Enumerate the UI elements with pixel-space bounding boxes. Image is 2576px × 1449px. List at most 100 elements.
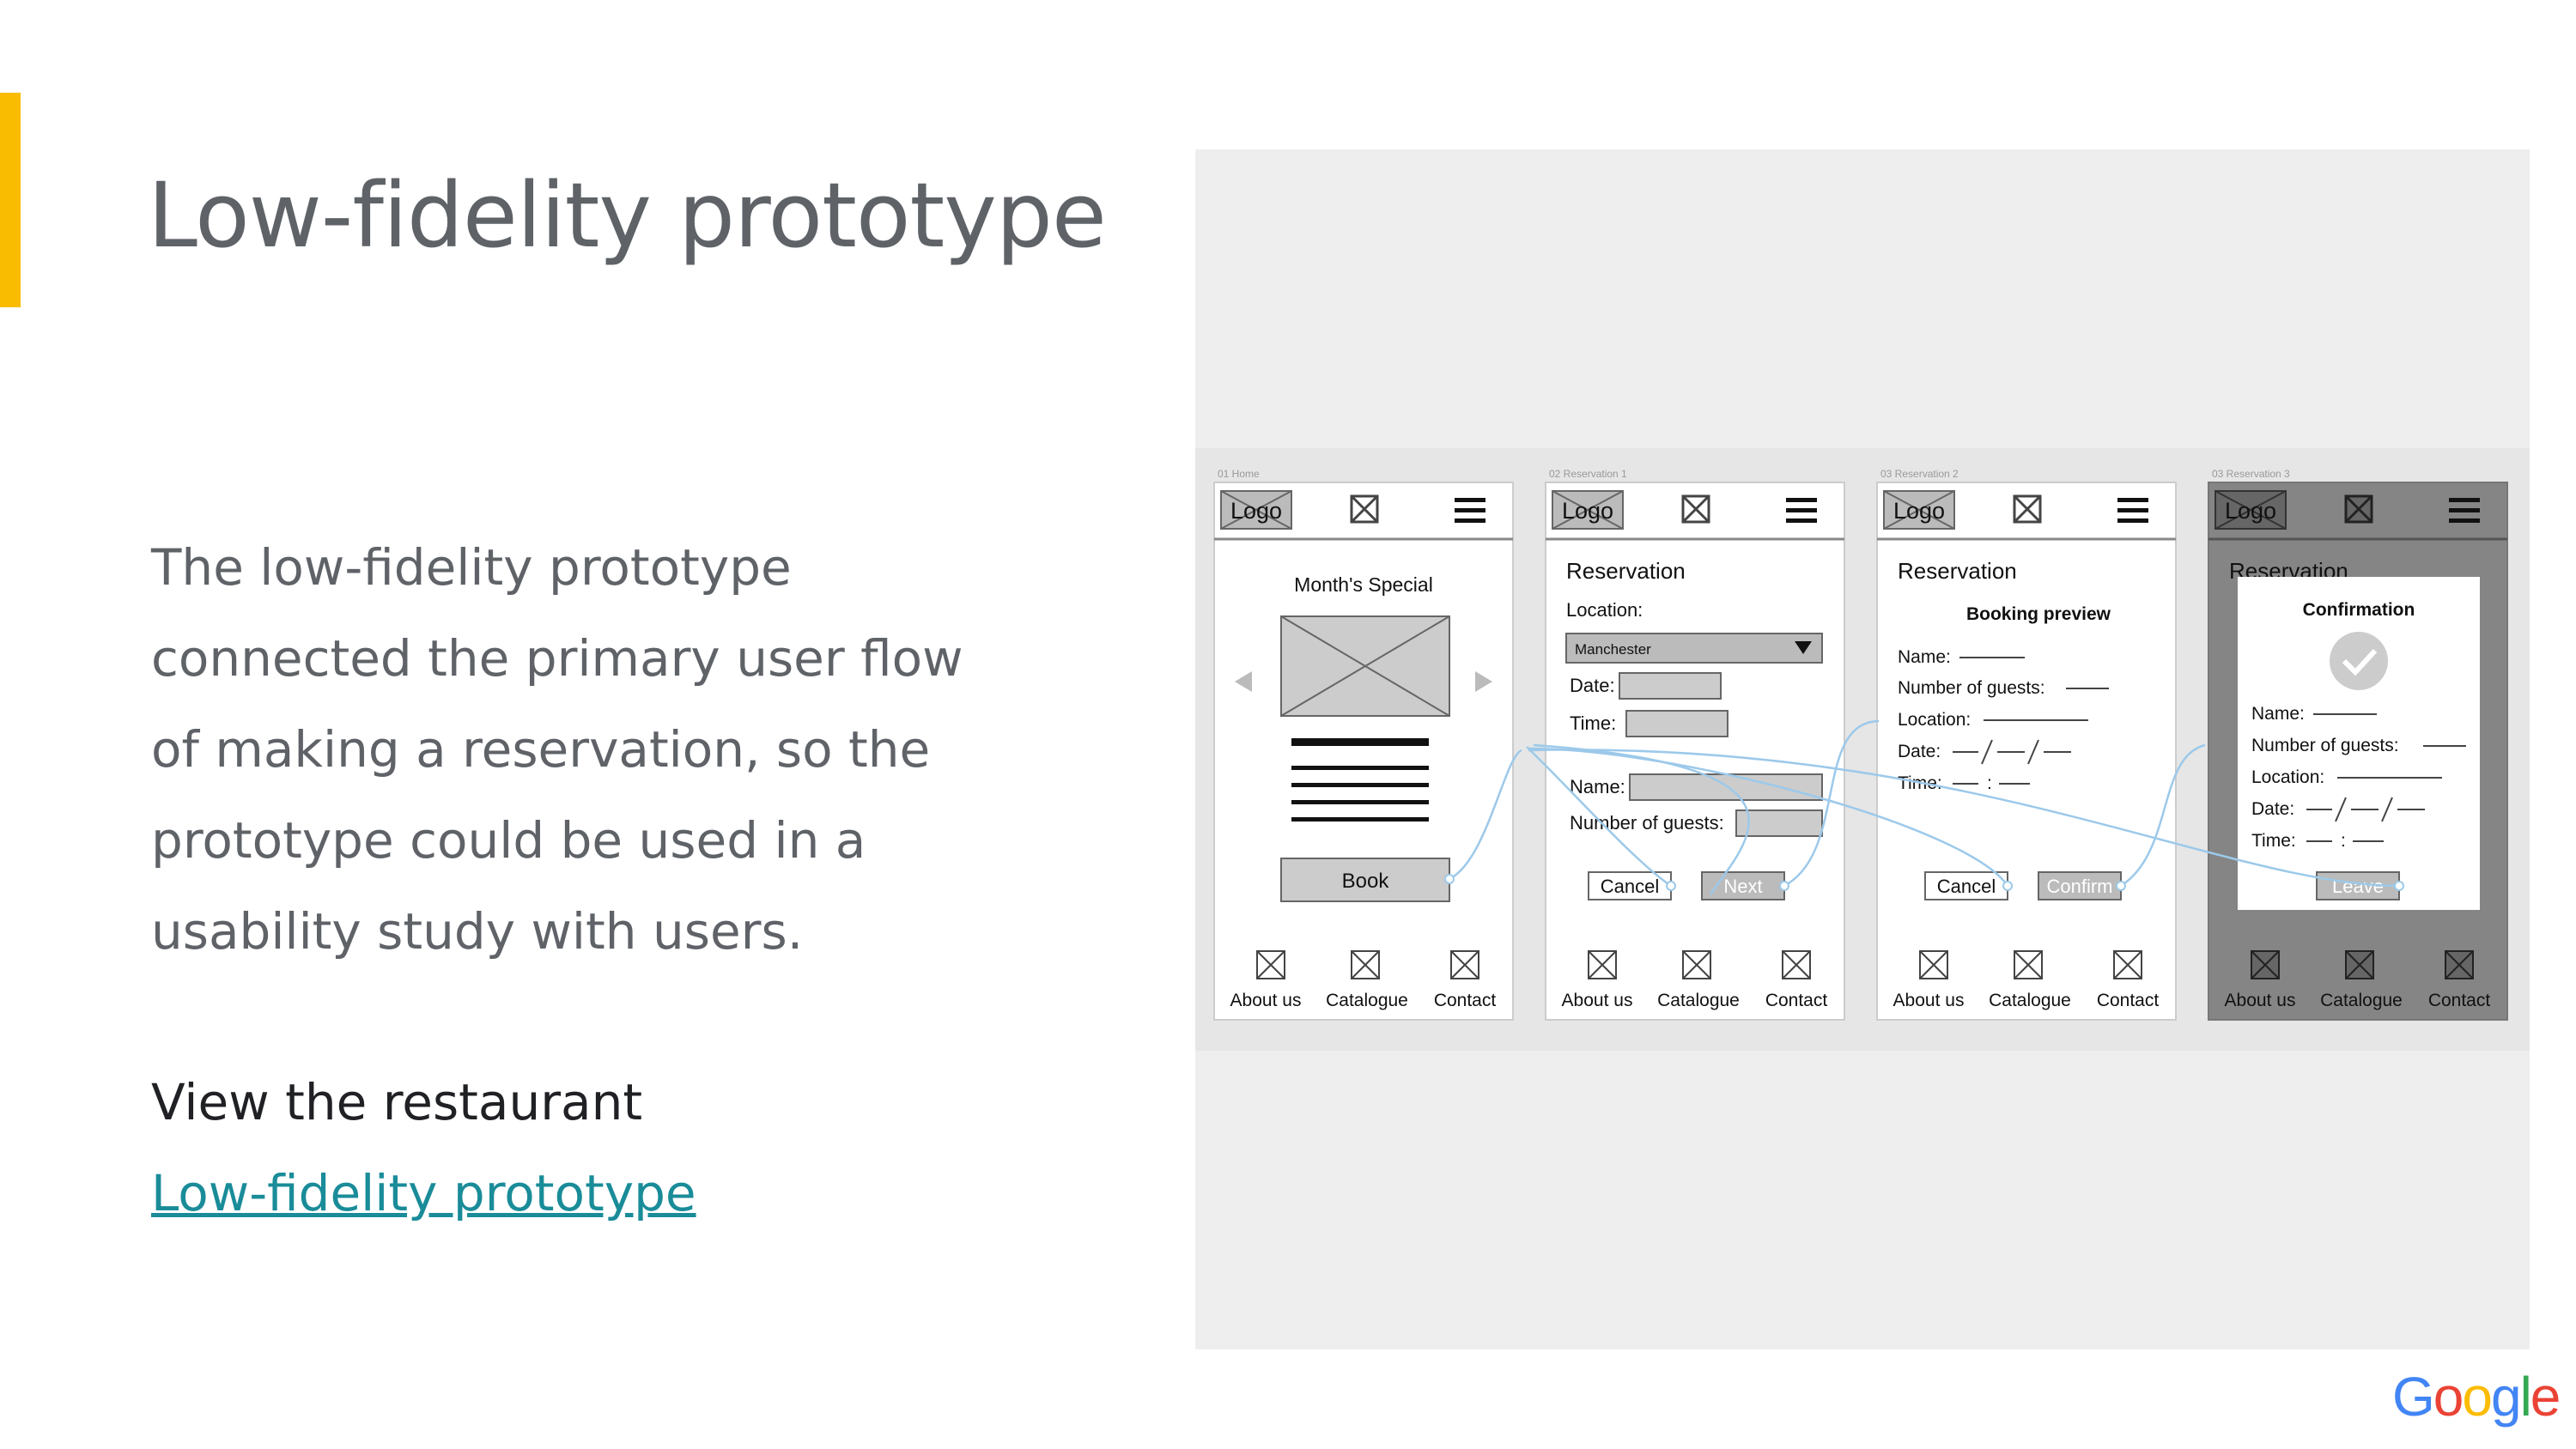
booking-preview-heading: Booking preview xyxy=(1966,604,2111,624)
reservation-heading: Reservation xyxy=(1566,558,1686,584)
flow-connector xyxy=(2120,743,2206,888)
wireframe-canvas: 01 Home 02 Reservation 1 03 Reservation … xyxy=(1213,468,2508,1021)
time-label: Time: xyxy=(2251,831,2296,851)
chevron-down-icon xyxy=(1795,641,1812,654)
check-icon xyxy=(2342,648,2378,676)
frame-label: 03 Reservation 2 xyxy=(1880,468,1959,480)
guests-label: Number of guests: xyxy=(1898,678,2045,698)
date-field[interactable] xyxy=(1619,672,1722,700)
prev-arrow-icon[interactable] xyxy=(1235,671,1252,692)
check-circle-icon xyxy=(2330,632,2388,690)
name-label: Name: xyxy=(1898,647,1951,667)
reservation-heading: Reservation xyxy=(1898,558,2017,584)
date-label: Date: xyxy=(1898,742,1941,761)
flow-connector xyxy=(1449,749,1522,881)
description-line: The low-fidelity prototype xyxy=(151,538,792,597)
image-placeholder xyxy=(1280,615,1450,717)
location-label: Location: xyxy=(1566,599,1643,621)
flow-anchor xyxy=(1779,881,1789,891)
flow-anchor xyxy=(2394,881,2404,891)
confirm-button-label: Confirm xyxy=(2046,876,2112,897)
nav-contact[interactable]: Contact xyxy=(1434,991,1497,1010)
accent-bar xyxy=(0,93,21,307)
time-separator: : xyxy=(1987,773,1992,793)
nav-about-us[interactable]: About us xyxy=(1893,991,1965,1010)
description: The low-fidelity prototype connected the… xyxy=(151,522,1010,977)
nav-contact[interactable]: Contact xyxy=(2097,991,2160,1010)
google-logo: Google xyxy=(2392,1365,2561,1428)
guests-label: Number of guests: xyxy=(2251,736,2399,755)
nav-about-us[interactable]: About us xyxy=(1230,991,1302,1010)
name-label: Name: xyxy=(1570,776,1625,797)
flow-connector xyxy=(1533,743,1750,895)
name-label: Name: xyxy=(2251,704,2305,724)
description-line: prototype could be used in a xyxy=(151,811,866,870)
frame-reservation-3: Logo Reservation Confirmation Name: Numb… xyxy=(2208,482,2508,1021)
google-logo-letter: o xyxy=(2433,1366,2464,1428)
frame-label: 01 Home xyxy=(1218,468,1260,480)
menu-icon[interactable] xyxy=(1455,498,1485,523)
nav-catalogue[interactable]: Catalogue xyxy=(1326,991,1408,1010)
nav-catalogue[interactable]: Catalogue xyxy=(1657,991,1740,1010)
time-field[interactable] xyxy=(1625,710,1728,737)
flow-anchor xyxy=(1666,881,1676,891)
text-lines-placeholder xyxy=(1291,738,1429,822)
nav-catalogue[interactable]: Catalogue xyxy=(1989,991,2071,1010)
image-icon xyxy=(1681,494,1710,524)
flow-connector xyxy=(1526,746,1672,888)
image-icon xyxy=(1350,494,1379,524)
image-icon xyxy=(2013,494,2042,524)
time-separator: : xyxy=(2341,831,2346,851)
flow-connector xyxy=(1528,749,2400,888)
next-button-label: Next xyxy=(1723,876,1762,897)
view-label: View the restaurant xyxy=(151,1073,643,1131)
cancel-button-label: Cancel xyxy=(1937,876,1996,897)
nav-about-us[interactable]: About us xyxy=(1562,991,1633,1010)
menu-icon[interactable] xyxy=(1786,498,1817,523)
special-heading: Month's Special xyxy=(1294,573,1433,596)
frame-home: Logo Month's Special Book A xyxy=(1213,482,1514,1021)
nav-contact[interactable]: Contact xyxy=(2428,991,2491,1010)
next-arrow-icon[interactable] xyxy=(1475,671,1492,692)
time-label: Time: xyxy=(1570,712,1616,734)
frame-label: 02 Reservation 1 xyxy=(1549,468,1627,480)
page-title: Low-fidelity prototype xyxy=(148,163,1107,268)
flow-anchor xyxy=(2116,881,2126,891)
nav-contact[interactable]: Contact xyxy=(1765,991,1828,1010)
menu-icon[interactable] xyxy=(2117,498,2148,523)
date-label: Date: xyxy=(2251,799,2294,819)
location-select[interactable] xyxy=(1565,633,1823,664)
logo-label: Logo xyxy=(1893,498,1945,524)
name-field[interactable] xyxy=(1629,773,1823,801)
google-logo-letter: e xyxy=(2530,1366,2561,1428)
leave-button-label: Leave xyxy=(2332,876,2384,897)
google-logo-letter: l xyxy=(2519,1366,2532,1428)
flow-anchor xyxy=(1444,874,1455,884)
prototype-link[interactable]: Low-fidelity prototype xyxy=(151,1164,696,1222)
menu-icon[interactable] xyxy=(2449,498,2480,523)
google-logo-letter: o xyxy=(2462,1366,2493,1428)
logo-label: Logo xyxy=(1562,498,1613,524)
logo-label: Logo xyxy=(1230,498,1282,524)
flow-connectors xyxy=(1449,719,2400,895)
frame-reservation-1: Logo Reservation Location: Manchester Da… xyxy=(1545,482,1845,1021)
frame-reservation-2: Logo Reservation Booking preview Name: N… xyxy=(1876,482,2177,1021)
location-label: Location: xyxy=(1898,710,1971,730)
date-label: Date: xyxy=(1570,675,1615,696)
nav-catalogue[interactable]: Catalogue xyxy=(2320,991,2403,1010)
flow-anchor xyxy=(2002,881,2013,891)
confirmation-heading: Confirmation xyxy=(2303,600,2415,620)
description-line: of making a reservation, so the xyxy=(151,720,931,779)
description-line: connected the primary user flow xyxy=(151,629,963,688)
cancel-button-label: Cancel xyxy=(1601,876,1659,897)
logo-label: Logo xyxy=(2225,498,2276,524)
frame-label: 03 Reservation 3 xyxy=(2212,468,2290,480)
google-logo-letter: g xyxy=(2490,1366,2522,1428)
confirm-button[interactable] xyxy=(2038,871,2122,900)
image-icon xyxy=(2344,494,2373,524)
nav-about-us[interactable]: About us xyxy=(2225,991,2296,1010)
google-logo-letter: G xyxy=(2392,1366,2435,1428)
guests-field[interactable] xyxy=(1735,809,1823,837)
book-button-label: Book xyxy=(1342,870,1390,893)
flow-anchors xyxy=(1444,874,2404,891)
